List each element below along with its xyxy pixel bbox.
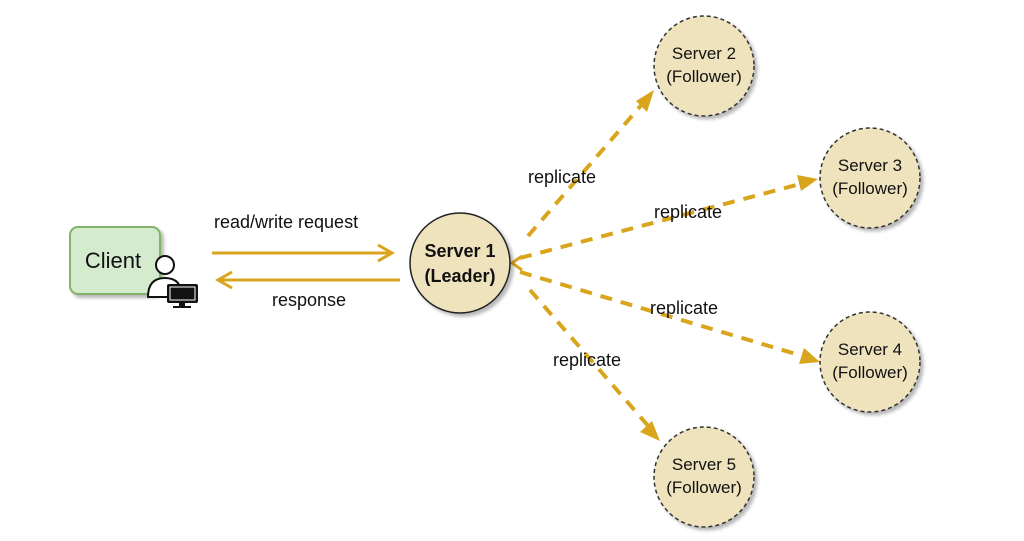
follower-4-line2: (Follower) — [832, 363, 908, 382]
replicate-label-server-5: replicate — [553, 350, 621, 370]
leader-inbound-arrowhead — [509, 254, 523, 272]
leader-node: Server 1 (Leader) — [409, 212, 511, 314]
replicate-arrow-server-5 — [528, 288, 660, 441]
follower-5-line1: Server 5 — [672, 455, 736, 474]
leader-line1: Server 1 — [424, 241, 495, 261]
user-computer-icon — [146, 255, 198, 308]
follower-node-server-3: Server 3 (Follower) — [819, 127, 921, 229]
replicate-arrow-server-2 — [526, 90, 654, 238]
request-label: read/write request — [214, 212, 358, 232]
replicate-arrow-server-4 — [519, 270, 820, 364]
request-arrow — [212, 243, 396, 263]
response-label: response — [272, 290, 346, 310]
replicate-label-server-3: replicate — [654, 202, 722, 222]
leader-line2: (Leader) — [424, 266, 495, 286]
follower-3-line2: (Follower) — [832, 179, 908, 198]
follower-node-server-5: Server 5 (Follower) — [653, 426, 755, 528]
response-arrow — [214, 270, 400, 290]
follower-2-line1: Server 2 — [672, 44, 736, 63]
replicate-label-server-2: replicate — [528, 167, 596, 187]
follower-2-line2: (Follower) — [666, 67, 742, 86]
replicate-arrow-server-3 — [519, 175, 818, 260]
client-label: Client — [85, 248, 141, 273]
follower-5-line2: (Follower) — [666, 478, 742, 497]
replicate-label-server-4: replicate — [650, 298, 718, 318]
follower-node-server-4: Server 4 (Follower) — [819, 311, 921, 413]
follower-4-line1: Server 4 — [838, 340, 902, 359]
follower-3-line1: Server 3 — [838, 156, 902, 175]
follower-node-server-2: Server 2 (Follower) — [653, 15, 755, 117]
client-node: Client — [69, 226, 161, 295]
